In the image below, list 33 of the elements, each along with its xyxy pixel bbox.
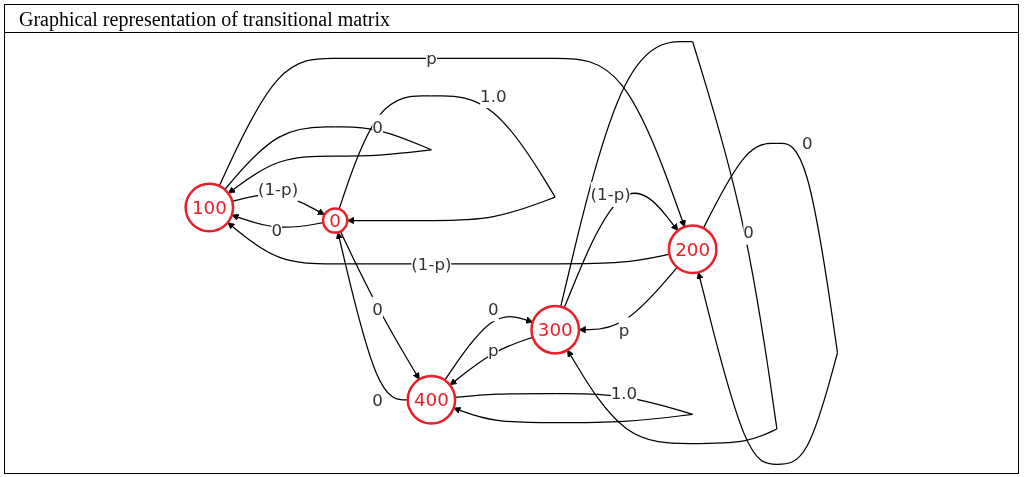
edge-label: p <box>426 48 437 69</box>
arrow <box>338 95 556 225</box>
arrow <box>444 315 533 381</box>
node-circle: 100 <box>184 182 235 233</box>
arrow <box>449 336 534 386</box>
edge-label: 0 <box>372 117 383 137</box>
arrow <box>218 57 686 228</box>
edge-label: 0 <box>801 133 813 154</box>
edge-label: p <box>487 340 499 361</box>
edge-label: (1-p) <box>411 253 452 274</box>
edge-label: 1.0 <box>479 85 507 106</box>
node-circle: 200 <box>667 224 718 275</box>
edge-label: 0 <box>487 298 499 319</box>
arrow <box>339 230 420 380</box>
arrow <box>578 266 678 334</box>
edge-label: 0 <box>372 389 383 410</box>
edge-label: 0 <box>271 220 282 241</box>
edge-label: p <box>618 319 630 340</box>
arrow <box>696 142 838 465</box>
arrow <box>231 213 324 228</box>
node-circle: 400 <box>406 374 457 425</box>
edge-label: 0 <box>743 222 754 243</box>
node-circle: 0 <box>321 207 349 234</box>
arrow <box>559 41 778 445</box>
edge-label: (1-p) <box>590 184 631 205</box>
arrow <box>563 192 679 309</box>
edge-label: (1-p) <box>257 179 299 200</box>
arrow <box>227 222 670 265</box>
edge-label: 0 <box>372 298 383 319</box>
table-header: Graphical representation of transitional matrix <box>5 5 1018 33</box>
node-circle: 300 <box>530 304 581 355</box>
edge-label: 1.0 <box>610 383 638 404</box>
arrow <box>224 126 432 194</box>
